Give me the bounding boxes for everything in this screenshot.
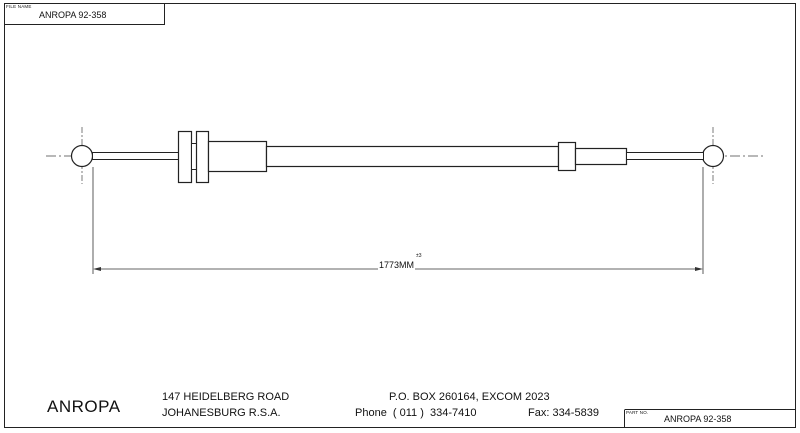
file-name-label: FILE NAME <box>6 4 32 9</box>
file-name-value: ANROPA 92-358 <box>39 10 107 20</box>
sheet-border <box>4 3 796 428</box>
outer-conduit <box>265 145 560 168</box>
phone-number: Phone ( 011 ) 334-7410 <box>355 407 477 419</box>
right-ball-end <box>701 144 725 168</box>
right-nut <box>195 130 210 184</box>
address-line-2: JOHANESBURG R.S.A. <box>162 407 281 419</box>
ferrule <box>207 140 268 173</box>
address-line-1: 147 HEIDELBERG ROAD <box>162 391 290 403</box>
file-name-box <box>4 3 165 25</box>
dimension-arrow-right <box>695 267 703 271</box>
part-no-label: PART NO. <box>626 410 649 415</box>
fax-number: Fax: 334-5839 <box>528 407 599 419</box>
dimension-value: 1773MM <box>378 260 416 270</box>
end-collar <box>557 141 577 172</box>
dimension-arrow-left <box>93 267 101 271</box>
left-ball-end <box>70 144 94 168</box>
company-name: ANROPA <box>47 397 121 416</box>
part-no-value: ANROPA 92-358 <box>664 414 732 424</box>
left-inner-wire <box>92 152 179 160</box>
end-sleeve <box>574 147 628 166</box>
left-nut <box>177 130 193 184</box>
dimension-tolerance: ±3 <box>416 253 422 259</box>
nut-spacer <box>191 143 197 170</box>
right-inner-wire <box>626 152 704 160</box>
po-box: P.O. BOX 260164, EXCOM 2023 <box>389 391 550 403</box>
